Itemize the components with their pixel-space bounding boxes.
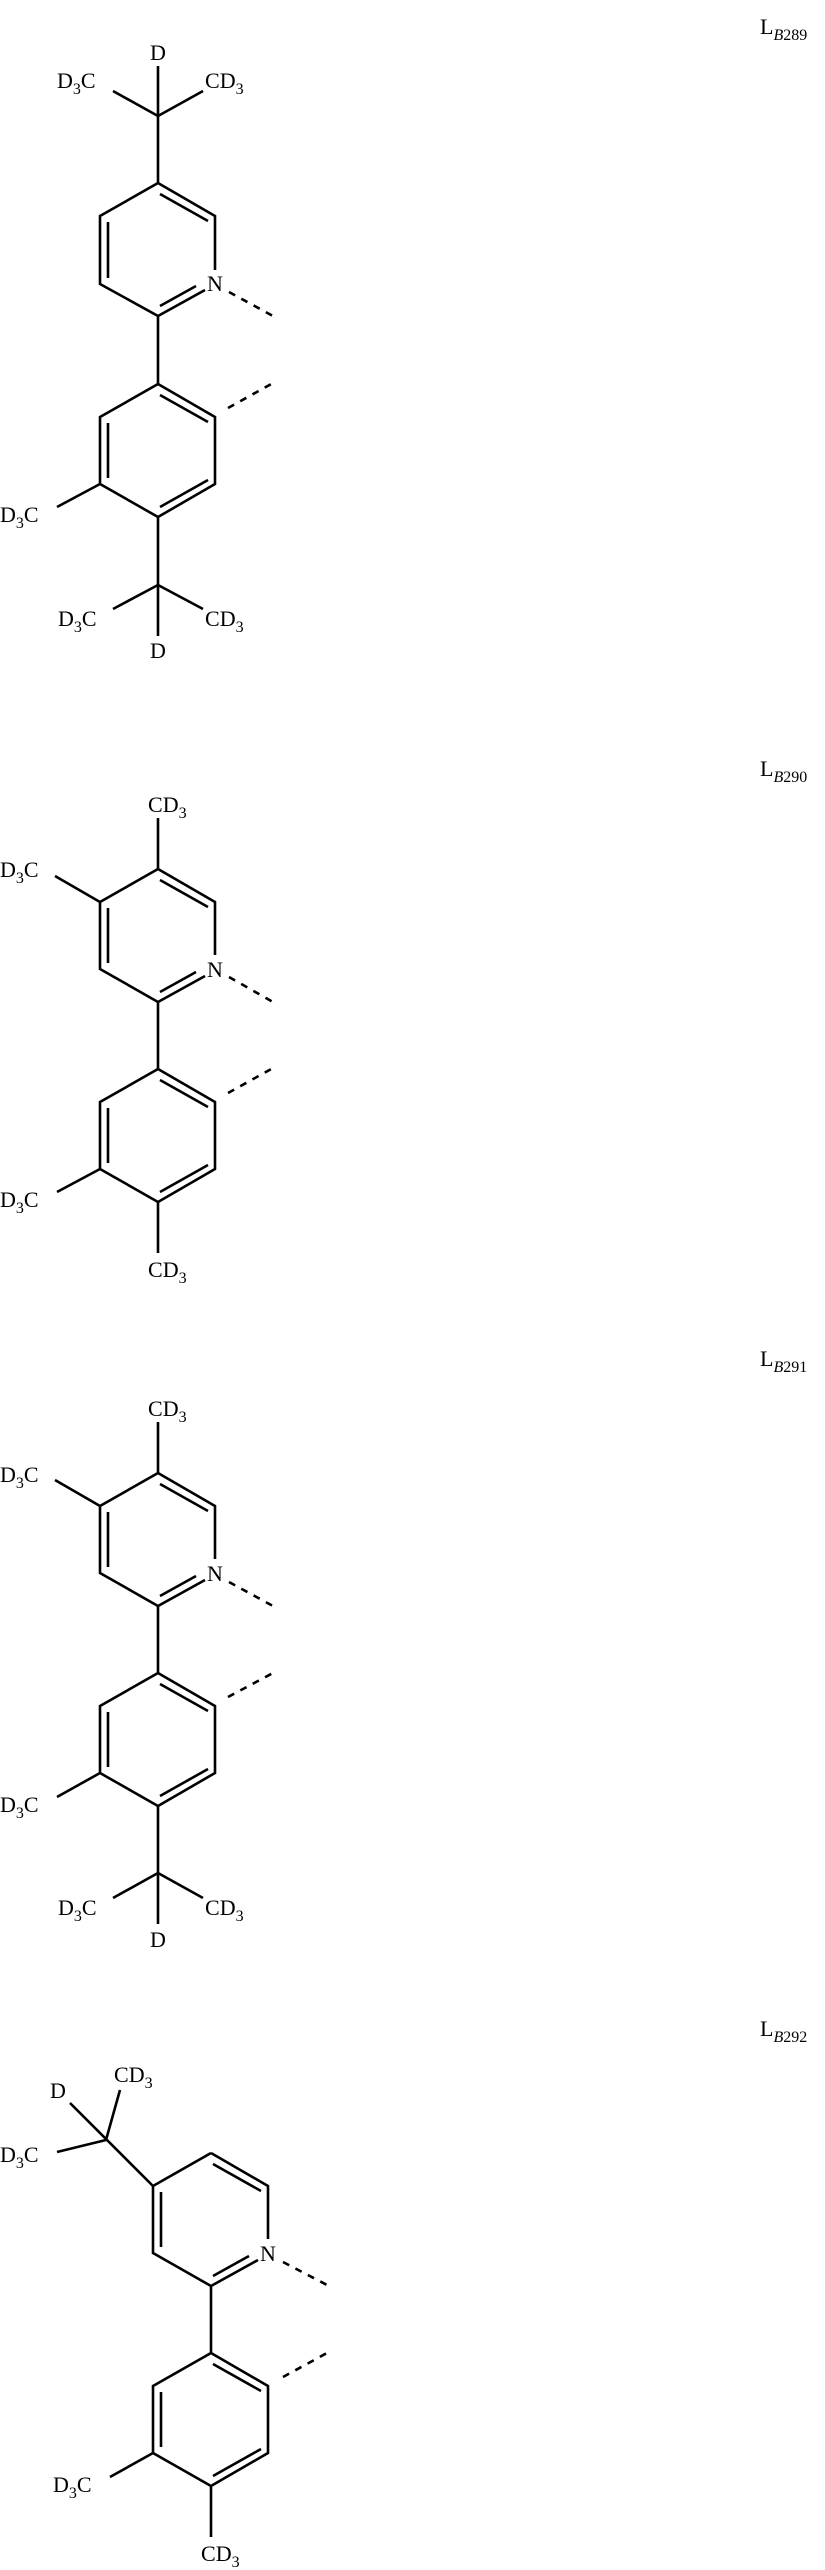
atom-d: D xyxy=(50,2078,66,2103)
atom-cd3: CD3 xyxy=(114,2062,153,2092)
atom-d3c: D3C xyxy=(57,68,96,98)
atom-d: D xyxy=(150,40,166,65)
atom-d3c: D3C xyxy=(0,1187,39,1217)
ligand-label-lb289: LB289 xyxy=(760,14,807,44)
atom-d3c: D3C xyxy=(0,1792,39,1822)
atom-n: N xyxy=(207,957,223,982)
atom-cd3: CD3 xyxy=(205,606,244,636)
atom-d3c: D3C xyxy=(53,2472,92,2502)
ligand-lb289: LB289 D D3C CD3 N D3C D3C CD3 D xyxy=(0,14,807,663)
atom-d3c: D3C xyxy=(0,502,39,532)
atom-d3c: D3C xyxy=(58,1895,97,1925)
ligand-label-lb292: LB292 xyxy=(760,2016,807,2046)
ligand-label-lb290: LB290 xyxy=(760,756,807,786)
ligand-lb292: LB292 D CD3 D3C N D3C CD3 xyxy=(0,2016,807,2570)
atom-cd3: CD3 xyxy=(148,1396,187,1426)
atom-d3c: D3C xyxy=(0,1462,39,1492)
atom-n: N xyxy=(207,271,223,296)
atom-cd3: CD3 xyxy=(148,1257,187,1287)
atom-d: D xyxy=(150,638,166,663)
atom-cd3: CD3 xyxy=(205,1895,244,1925)
atom-cd3: CD3 xyxy=(148,792,187,822)
ligand-label-lb291: LB291 xyxy=(760,1346,807,1376)
ligand-lb291: LB291 CD3 N D3C D3C D3C CD3 D xyxy=(0,1346,807,1952)
atom-d3c: D3C xyxy=(0,857,39,887)
atom-n: N xyxy=(260,2241,276,2266)
atom-d3c: D3C xyxy=(58,606,97,636)
atom-cd3: CD3 xyxy=(201,2541,240,2570)
atom-cd3: CD3 xyxy=(205,68,244,98)
atom-d: D xyxy=(150,1927,166,1952)
ligand-lb290: LB290 CD3 N D3C D3C CD3 xyxy=(0,756,807,1287)
atom-d3c: D3C xyxy=(0,2142,39,2172)
atom-n: N xyxy=(207,1561,223,1586)
